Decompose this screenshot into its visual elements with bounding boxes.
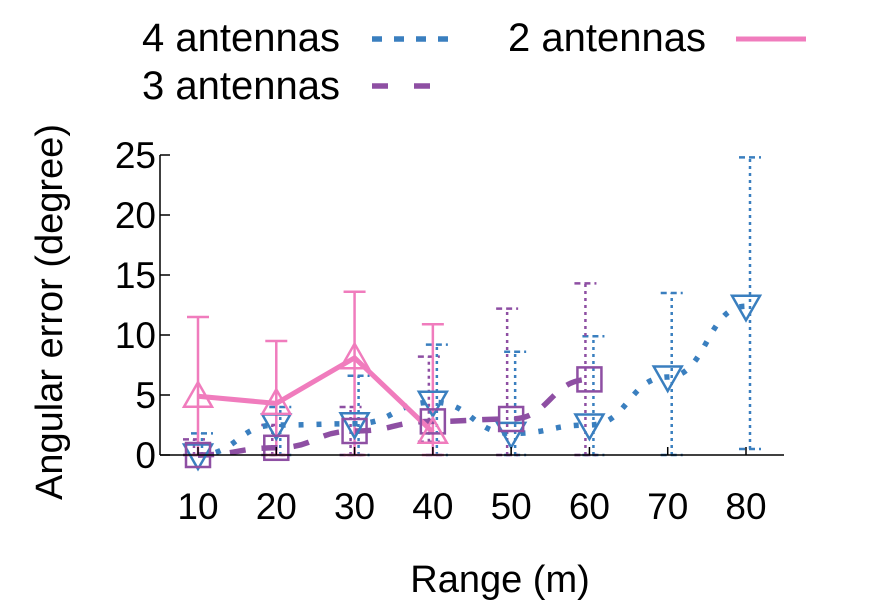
x-tick-label: 80	[725, 486, 766, 527]
data-point-marker	[181, 379, 215, 408]
x-tick-label: 30	[334, 486, 375, 527]
data-point-marker	[576, 366, 603, 393]
x-tick-label: 10	[177, 486, 218, 527]
data-point-marker	[263, 434, 290, 462]
data-point-marker	[338, 412, 371, 441]
axes	[159, 154, 784, 456]
series-lines	[197, 303, 747, 458]
x-tick-label: 50	[491, 486, 532, 527]
y-tick-label: 5	[135, 375, 156, 416]
data-point-marker	[260, 386, 293, 416]
series-line	[197, 354, 435, 435]
x-tick-label: 70	[647, 486, 688, 527]
x-axis-label: Range (m)	[410, 559, 590, 601]
data-point-marker	[729, 294, 763, 323]
y-tick-label: 20	[115, 195, 156, 236]
data-point-marker	[573, 413, 606, 442]
data-point-marker	[651, 365, 684, 394]
data-point-marker	[416, 390, 450, 419]
series-line	[197, 376, 590, 458]
x-tick-label: 60	[569, 486, 610, 527]
data-point-marker	[419, 408, 447, 435]
data-point-marker	[338, 341, 371, 370]
y-axis-label: Angular error (degree)	[29, 124, 71, 500]
series-line	[197, 303, 747, 458]
data-point-marker	[181, 443, 215, 472]
legend-label: 3 antennas	[142, 64, 340, 108]
data-point-marker	[497, 405, 525, 433]
legend-label: 2 antennas	[508, 16, 706, 60]
y-tick-label: 10	[115, 315, 156, 356]
y-tick-label: 0	[135, 435, 156, 476]
y-tick-label: 15	[115, 255, 156, 296]
series-markers	[181, 294, 763, 472]
x-tick-label: 40	[412, 486, 453, 527]
data-point-marker	[416, 415, 450, 444]
y-tick-label: 25	[115, 135, 156, 176]
data-point-marker	[341, 417, 368, 445]
data-point-marker	[494, 421, 528, 450]
legend-label: 4 antennas	[142, 16, 340, 60]
tick-labels: 0 5 10 15 20 25 10 20 30 40 50 60 70 80	[115, 135, 767, 527]
error-bars	[183, 156, 761, 457]
x-tick-label: 20	[256, 486, 297, 527]
